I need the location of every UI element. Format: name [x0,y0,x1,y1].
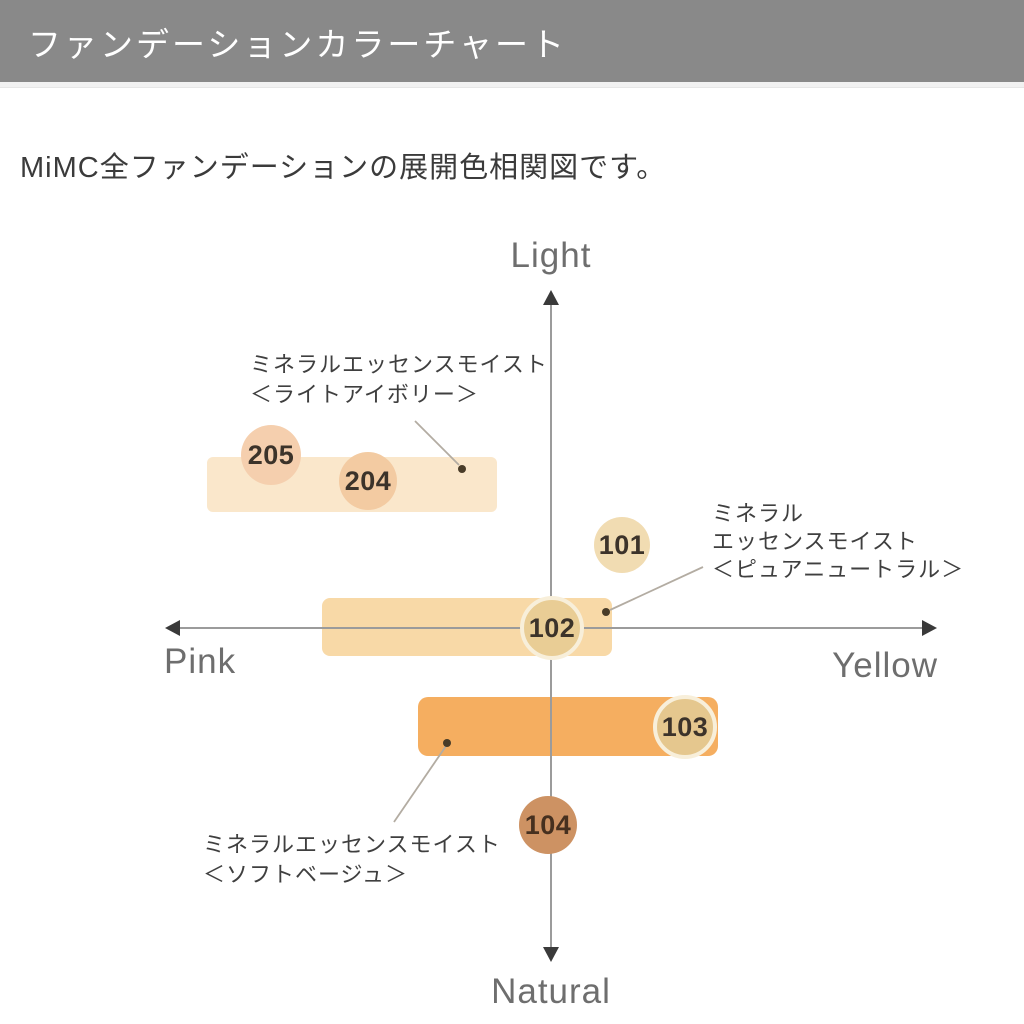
shade-circle-204: 204 [339,452,397,510]
axis-label-natural: Natural [491,972,611,1011]
annotation-light-ivory: ミネラルエッセンスモイスト ＜ライトアイボリー＞ [250,350,548,410]
axis-label-yellow: Yellow [832,646,938,685]
arrow-right-icon [922,620,937,636]
header-divider [0,82,1024,88]
annotation-line: ＜ライトアイボリー＞ [250,382,479,407]
shade-circle-102: 102 [520,596,584,660]
annotation-line: エッセンスモイスト [712,529,918,554]
leader-line-soft-beige [393,745,447,823]
arrow-up-icon [543,290,559,305]
axis-label-pink: Pink [164,642,237,681]
annotation-line: ＜ピュアニュートラル＞ [712,557,965,582]
shade-circle-104: 104 [519,796,577,854]
shade-circle-101: 101 [594,517,650,573]
annotation-line: ミネラルエッセンスモイスト [203,832,501,857]
annotation-pure-neutral: ミネラル エッセンスモイスト ＜ピュアニュートラル＞ [712,500,964,584]
arrow-down-icon [543,947,559,962]
annotation-line: ミネラルエッセンスモイスト [250,352,548,377]
page-title: ファンデーションカラーチャート [28,26,568,63]
leader-line-pure-neutral [609,566,704,611]
annotation-line: ミネラル [712,501,805,526]
annotation-line: ＜ソフトベージュ＞ [203,862,409,887]
header-bar: ファンデーションカラーチャート [0,0,1024,82]
annotation-soft-beige: ミネラルエッセンスモイスト ＜ソフトベージュ＞ [203,830,501,890]
axis-label-light: Light [510,236,592,275]
arrow-left-icon [165,620,180,636]
shade-circle-205: 205 [241,425,301,485]
intro-text: MiMC全ファンデーションの展開色相関図です。 [20,152,667,184]
shade-circle-103: 103 [653,695,717,759]
